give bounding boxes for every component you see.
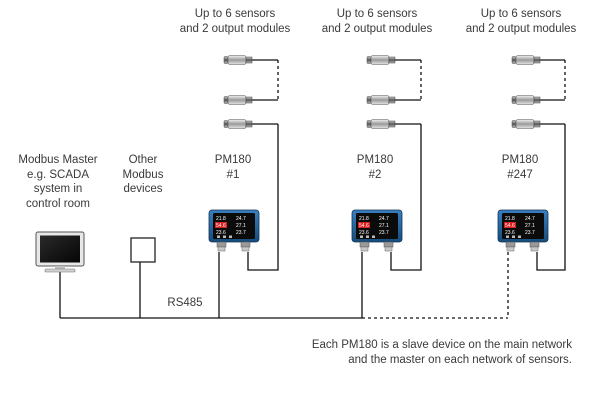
network-note-line1: Each PM180 is a slave device on the main… <box>311 339 572 351</box>
device1-label: PM180 #1 <box>203 153 263 182</box>
sensor-icon <box>366 119 396 129</box>
master-label-line3: system in <box>33 183 83 195</box>
other-devices-line1: Other <box>128 154 158 166</box>
device3-number: #247 <box>507 168 533 181</box>
other-devices-line3: devices <box>123 183 163 195</box>
network-note: Each PM180 is a slave device on the main… <box>312 338 572 368</box>
group3-sensors-caption: Up to 6 sensors and 2 output modules <box>456 7 586 36</box>
sensor-icon <box>511 95 541 105</box>
device1-number: #1 <box>226 168 240 181</box>
master-label-line1: Modbus Master <box>18 154 98 166</box>
group3-sensors-caption-line2: and 2 output modules <box>465 22 577 35</box>
other-device-icon <box>130 237 156 263</box>
device2-name: PM180 <box>356 154 394 166</box>
group2-sensors-caption-line1: Up to 6 sensors <box>336 8 418 20</box>
group1-sensors-caption-line2: and 2 output modules <box>179 22 291 35</box>
master-label-line2: e.g. SCADA <box>27 168 89 181</box>
group2-sensors-caption: Up to 6 sensors and 2 output modules <box>312 7 442 36</box>
sensor-icon <box>223 55 253 65</box>
device3-label: PM180 #247 <box>490 153 550 182</box>
sensor-icon <box>223 95 253 105</box>
device2-label: PM180 #2 <box>345 153 405 182</box>
pm180-device-icon <box>208 209 260 252</box>
group1-sensors-caption: Up to 6 sensors and 2 output modules <box>170 7 300 36</box>
sensor-icon <box>366 95 396 105</box>
sensor-icon <box>366 55 396 65</box>
sensor-icon <box>511 55 541 65</box>
group3-sensors-caption-line1: Up to 6 sensors <box>480 8 562 20</box>
pm180-device-icon <box>351 209 403 252</box>
sensor-icon <box>223 119 253 129</box>
pm180-device-icon <box>497 209 549 252</box>
computer-monitor-icon <box>35 231 85 273</box>
device1-name: PM180 <box>214 154 252 166</box>
sensor-icon <box>511 119 541 129</box>
device3-name: PM180 <box>501 154 539 166</box>
device2-number: #2 <box>368 168 382 181</box>
master-label: Modbus Master e.g. SCADA system in contr… <box>8 153 108 211</box>
master-label-line4: control room <box>26 197 90 210</box>
group2-sensors-caption-line2: and 2 output modules <box>321 22 433 35</box>
other-devices-label: Other Modbus devices <box>113 153 173 197</box>
group1-sensors-caption-line1: Up to 6 sensors <box>194 8 276 20</box>
bus-label: RS485 <box>167 297 203 309</box>
other-devices-line2: Modbus <box>122 168 164 181</box>
network-note-line2: and the master on each network of sensor… <box>348 354 572 366</box>
